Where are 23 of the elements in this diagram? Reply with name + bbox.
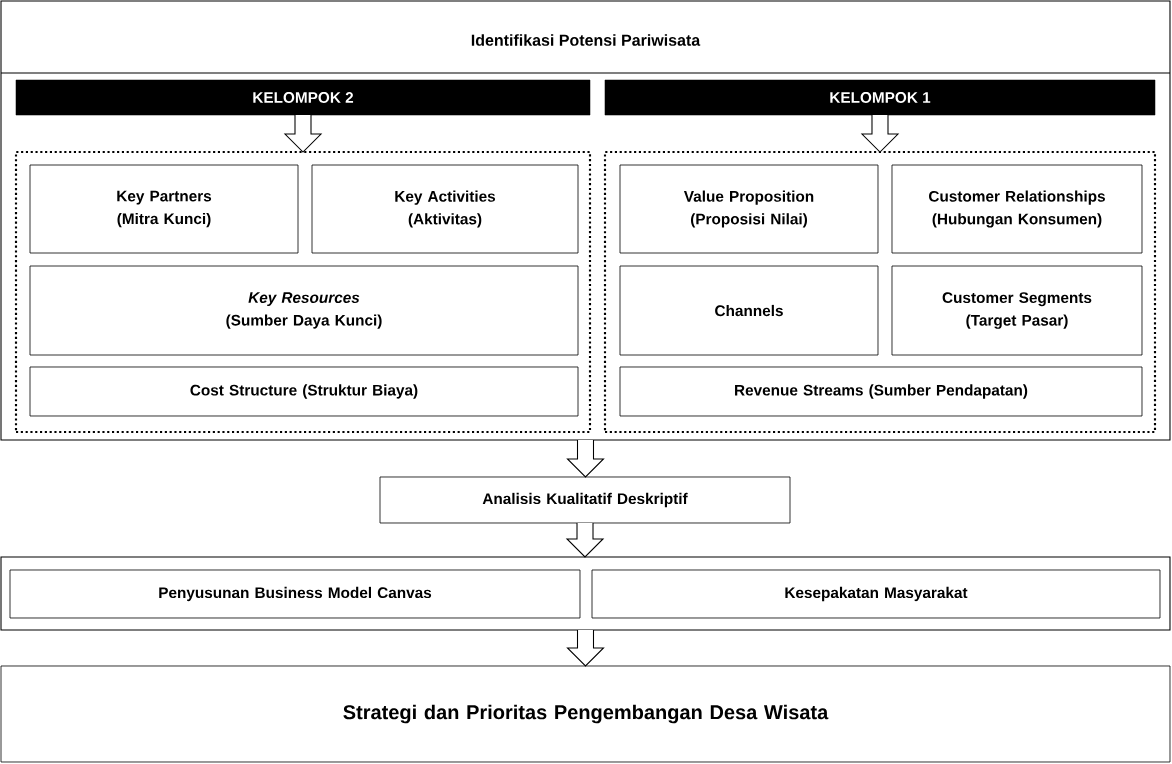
process-box: Key Partners (Mitra Kunci) [29,164,299,254]
block-arrow [283,114,323,153]
process-box: Value Proposition (Proposisi Nilai) [619,164,879,254]
section-box [0,556,1171,631]
process-box: Analisis Kualitatif Deskriptif [379,476,791,524]
block-arrow [565,522,605,558]
group-header-bar: KELOMPOK 2 [15,79,591,116]
dotted-group-box [603,150,1157,434]
dotted-group-box [14,150,592,434]
process-box: Cost Structure (Struktur Biaya) [29,366,579,417]
process-box: Kesepakatan Masyarakat [591,569,1161,619]
process-box: Key Resources (Sumber Daya Kunci) [29,265,579,356]
block-arrow [566,629,605,667]
process-box: Key Activities (Aktivitas) [311,164,579,254]
process-box: Customer Segments (Target Pasar) [891,265,1143,356]
process-box: Customer Relationships (Hubungan Konsumen) [891,164,1143,254]
process-box: Revenue Streams (Sumber Pendapatan) [619,366,1143,417]
block-arrow [566,439,605,478]
result-box: Strategi dan Prioritas Pengembangan Desa Wisata [0,665,1171,763]
block-arrow [860,114,900,153]
process-box: Penyusunan Business Model Canvas [9,569,581,619]
process-box: Channels [619,265,879,356]
group-header-bar: KELOMPOK 1 [604,79,1156,116]
